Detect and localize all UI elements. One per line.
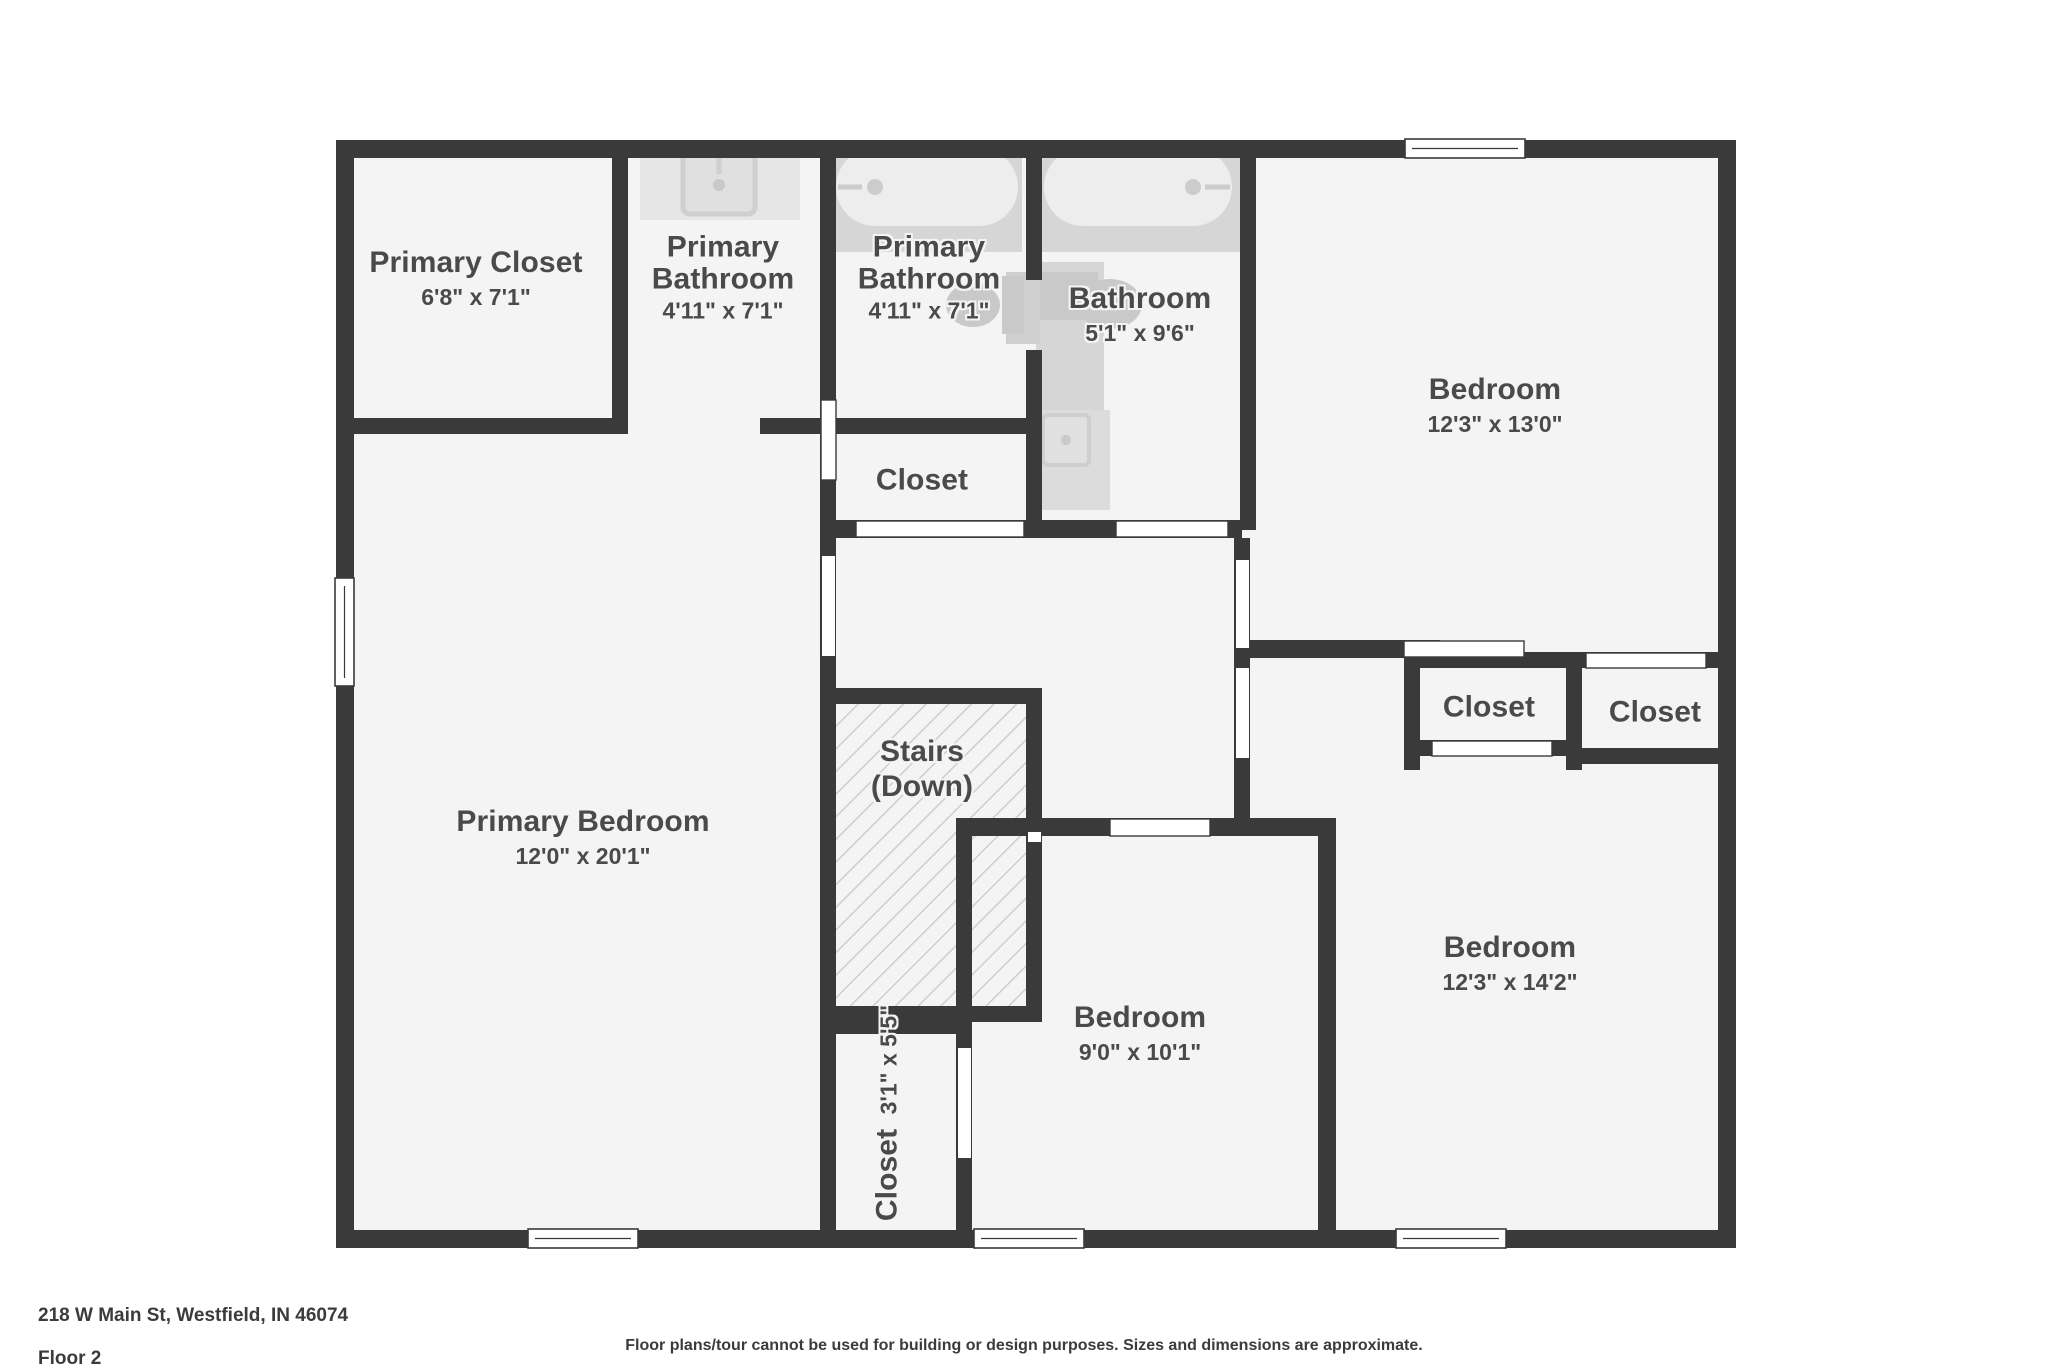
windows — [334, 138, 1526, 1249]
fixture-toilet-primary-bath-2 — [946, 276, 1024, 334]
fixture-bathtub-primary-bath-2 — [836, 148, 1018, 226]
interior-doors — [820, 399, 1707, 837]
stairs-hatch-area — [832, 700, 1034, 1018]
fixture-sink-bathroom — [1041, 413, 1091, 467]
floor-label: Floor 2 — [38, 1348, 102, 1369]
disclaimer-text: Floor plans/tour cannot be used for buil… — [625, 1337, 1423, 1354]
fixture-toilet-bathroom — [1040, 272, 1142, 329]
fixture-sink-primary-bath-1 — [680, 149, 758, 217]
property-address: 218 W Main St, Westfield, IN 46074 — [38, 1305, 349, 1326]
fixture-bathtub-bathroom — [1044, 148, 1232, 226]
